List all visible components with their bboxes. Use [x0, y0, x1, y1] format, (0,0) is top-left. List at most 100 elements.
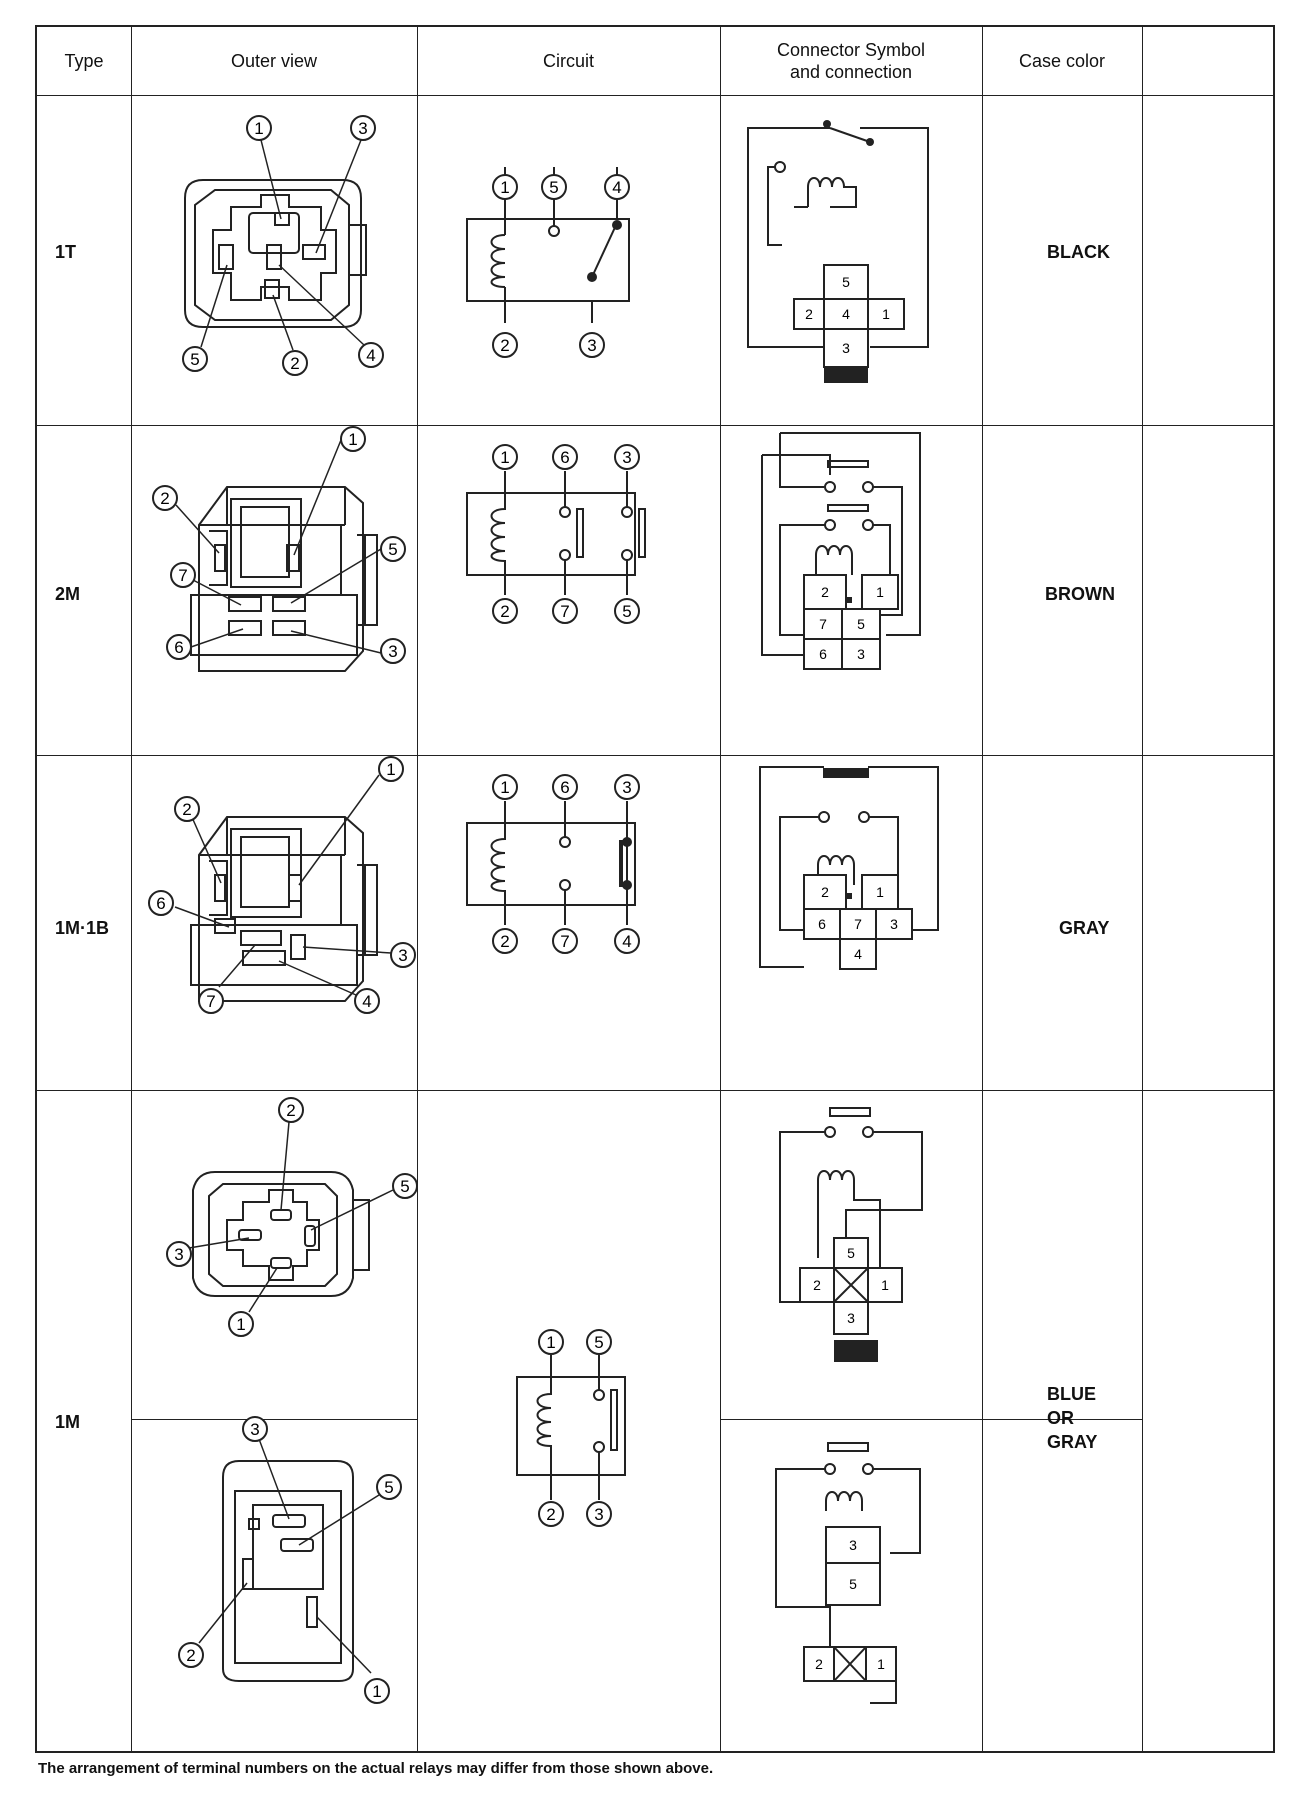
svg-text:2: 2: [286, 1101, 295, 1120]
terminal-number: 1: [492, 774, 518, 800]
svg-text:3: 3: [174, 1245, 183, 1264]
svg-text:5: 5: [388, 540, 397, 559]
terminal-number: 1: [246, 115, 272, 141]
svg-text:2: 2: [290, 354, 299, 373]
circuit-2m: 1 6 3 2 7 5: [466, 444, 646, 624]
terminal-number: 5: [376, 1474, 402, 1500]
connector-pin: 1: [867, 298, 905, 330]
terminal-number: 5: [182, 346, 208, 372]
connector-blank: [833, 1267, 869, 1303]
row-subdivider: [131, 1419, 417, 1420]
svg-text:3: 3: [358, 119, 367, 138]
connector-pin: 2: [803, 874, 847, 910]
svg-text:1: 1: [372, 1682, 381, 1701]
terminal-number: 6: [552, 444, 578, 470]
svg-text:1: 1: [882, 306, 890, 322]
svg-text:3: 3: [250, 1420, 259, 1439]
svg-text:5: 5: [400, 1177, 409, 1196]
terminal-number: 1: [538, 1329, 564, 1355]
svg-text:4: 4: [842, 306, 850, 322]
terminal-number: 2: [174, 796, 200, 822]
connector-pin: 1: [867, 1267, 903, 1303]
terminal-number: 1: [364, 1678, 390, 1704]
terminal-number: 7: [170, 562, 196, 588]
terminal-number: 3: [614, 774, 640, 800]
connector-pin: 7: [839, 908, 877, 940]
terminal-number: 5: [614, 598, 640, 624]
header-outer-view: Outer view: [230, 51, 318, 71]
svg-text:2: 2: [815, 1656, 823, 1672]
terminal-number: 3: [166, 1241, 192, 1267]
type-label-1t: 1T: [55, 242, 77, 262]
svg-text:5: 5: [849, 1576, 857, 1592]
svg-text:6: 6: [560, 778, 569, 797]
terminal-number: 2: [278, 1097, 304, 1123]
svg-text:1: 1: [348, 430, 357, 449]
svg-text:5: 5: [384, 1478, 393, 1497]
svg-text:5: 5: [549, 178, 558, 197]
svg-text:1: 1: [877, 1656, 885, 1672]
connector-pin: 3: [875, 908, 913, 940]
terminal-number: 3: [380, 638, 406, 664]
terminal-number: 1: [340, 426, 366, 452]
terminal-number: 5: [392, 1173, 418, 1199]
svg-text:7: 7: [819, 616, 827, 632]
svg-text:1: 1: [881, 1277, 889, 1293]
connector-pin: 5: [833, 1237, 869, 1269]
svg-text:1: 1: [386, 760, 395, 779]
case-color-brown: BROWN: [1045, 584, 1115, 604]
connector-pin: 3: [841, 638, 881, 670]
svg-text:3: 3: [398, 946, 407, 965]
svg-text:2: 2: [805, 306, 813, 322]
header-circuit: Circuit: [542, 51, 594, 71]
svg-text:5: 5: [847, 1245, 855, 1261]
svg-text:4: 4: [366, 346, 375, 365]
connector-pin: 1: [861, 874, 899, 910]
svg-text:6: 6: [560, 448, 569, 467]
terminal-number: 2: [492, 928, 518, 954]
svg-text:4: 4: [854, 946, 862, 962]
connector-pin: 2: [803, 1646, 835, 1682]
svg-text:2: 2: [500, 602, 509, 621]
svg-text:3: 3: [857, 646, 865, 662]
svg-text:1: 1: [500, 778, 509, 797]
connector-pin: 2: [803, 574, 847, 610]
terminal-number: 4: [358, 342, 384, 368]
column-divider: [720, 27, 721, 1751]
terminal-number: 3: [350, 115, 376, 141]
terminal-number: 6: [166, 634, 192, 660]
terminal-number: 5: [586, 1329, 612, 1355]
svg-text:7: 7: [560, 602, 569, 621]
svg-text:3: 3: [622, 448, 631, 467]
terminal-number: 4: [614, 928, 640, 954]
terminal-number: 4: [354, 988, 380, 1014]
svg-text:2: 2: [500, 336, 509, 355]
connector-pin: 7: [803, 608, 843, 640]
svg-text:1: 1: [500, 448, 509, 467]
connector-pin: 6: [803, 908, 841, 940]
header-connector: Connector Symbol and connection: [776, 40, 926, 82]
terminal-number: 2: [538, 1501, 564, 1527]
svg-text:3: 3: [622, 778, 631, 797]
column-divider: [417, 27, 418, 1751]
svg-text:3: 3: [847, 1310, 855, 1326]
row-divider: [37, 95, 1273, 96]
connector-pin: 5: [823, 264, 869, 300]
svg-text:2: 2: [182, 800, 191, 819]
row-divider: [37, 755, 1273, 756]
svg-text:4: 4: [622, 932, 631, 951]
svg-text:6: 6: [819, 646, 827, 662]
connector-pin: 6: [803, 638, 843, 670]
terminal-number: 6: [148, 890, 174, 916]
svg-text:4: 4: [362, 992, 371, 1011]
svg-text:6: 6: [174, 638, 183, 657]
svg-text:5: 5: [857, 616, 865, 632]
